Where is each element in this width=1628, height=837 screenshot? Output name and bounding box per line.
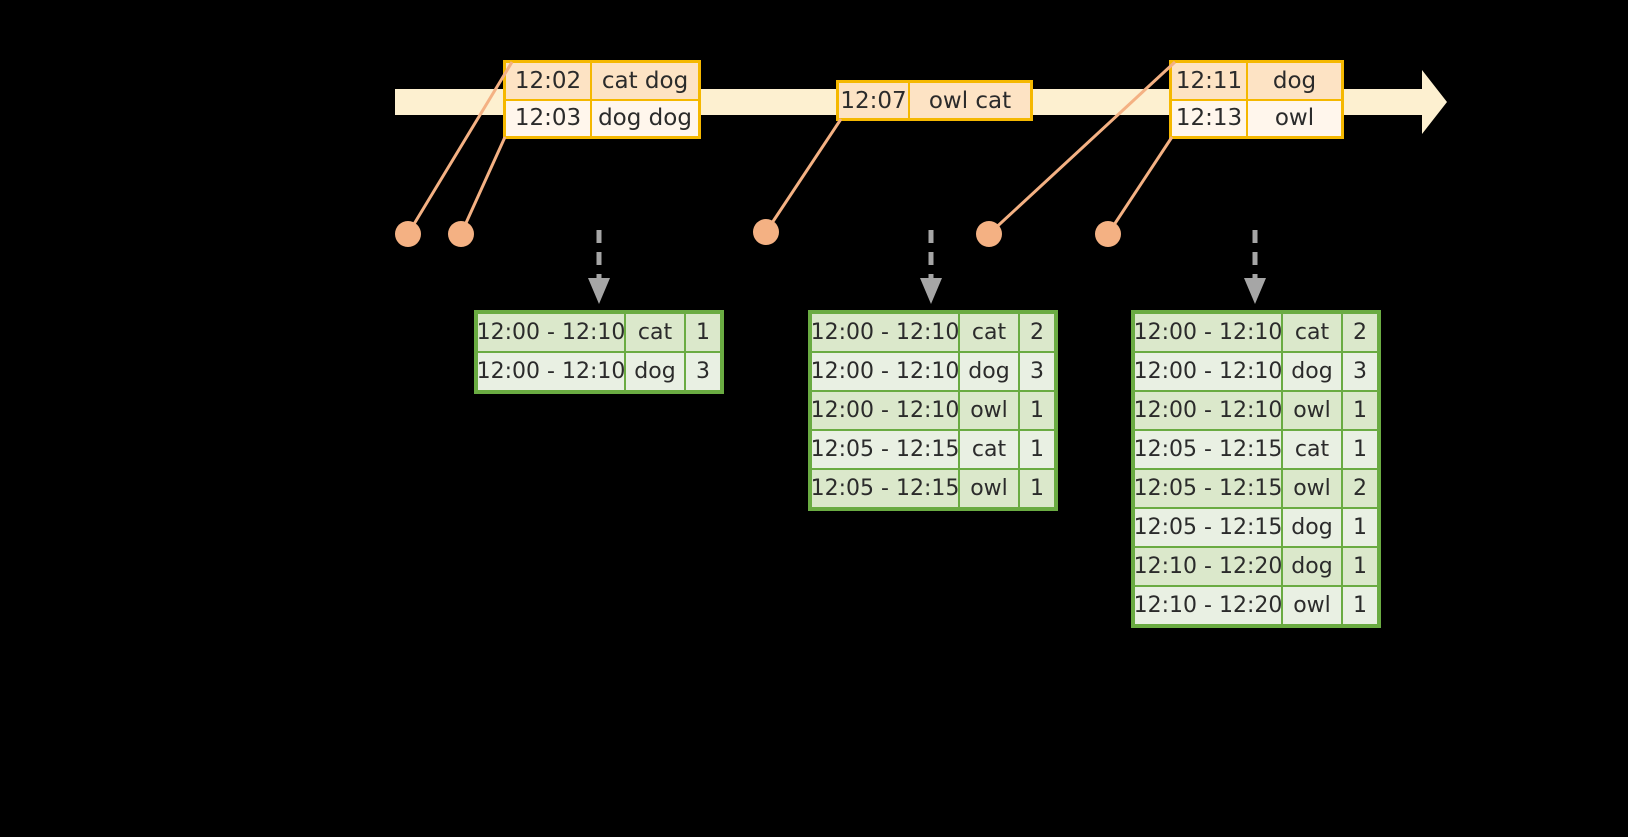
cell-count: 1 (1343, 587, 1377, 624)
cell-count: 1 (1343, 431, 1377, 468)
event-words: owl (1248, 100, 1341, 136)
event-words: dog dog (592, 100, 698, 136)
cell-key: owl (960, 392, 1018, 429)
cell-window: 12:00 - 12:10 (1134, 314, 1282, 351)
cell-key: cat (960, 431, 1018, 468)
cell-count: 1 (1343, 509, 1377, 546)
cell-count: 1 (1020, 431, 1054, 468)
cell-window: 12:00 - 12:10 (1134, 392, 1282, 429)
cell-window: 12:05 - 12:15 (1134, 509, 1282, 546)
cell-key: dog (1283, 353, 1341, 390)
event-dot-5[interactable] (1095, 221, 1121, 247)
leader-line-5 (1106, 136, 1174, 235)
cell-window: 12:00 - 12:10 (477, 314, 625, 351)
down-arrow-icon-2 (918, 228, 944, 306)
cell-count: 1 (1020, 470, 1054, 507)
cell-window: 12:05 - 12:15 (1134, 470, 1282, 507)
event-timestamp: 12:03 (506, 100, 592, 136)
event-dot-1[interactable] (395, 221, 421, 247)
event-words: dog (1248, 63, 1341, 99)
cell-key: dog (1283, 509, 1341, 546)
cell-window: 12:00 - 12:10 (1134, 353, 1282, 390)
cell-key: owl (1283, 587, 1341, 624)
cell-count: 2 (1020, 314, 1054, 351)
cell-count: 3 (1020, 353, 1054, 390)
cell-key: cat (960, 314, 1018, 351)
event-timestamp: 12:07 (839, 83, 910, 118)
cell-key: cat (1283, 431, 1341, 468)
cell-window: 12:05 - 12:15 (811, 431, 959, 468)
cell-count: 2 (1343, 314, 1377, 351)
cell-window: 12:05 - 12:15 (1134, 431, 1282, 468)
cell-count: 3 (686, 353, 720, 390)
event-timestamp: 12:13 (1172, 100, 1248, 136)
cell-key: owl (960, 470, 1018, 507)
timeline-arrowhead-icon (1400, 66, 1448, 138)
cell-key: dog (626, 353, 684, 390)
leader-line-2 (459, 136, 507, 235)
down-arrow-icon-3 (1242, 228, 1268, 306)
cell-count: 2 (1343, 470, 1377, 507)
cell-window: 12:05 - 12:15 (811, 470, 959, 507)
event-dot-3[interactable] (753, 219, 779, 245)
cell-key: cat (626, 314, 684, 351)
cell-key: owl (1283, 392, 1341, 429)
event-timestamp: 12:02 (506, 63, 592, 99)
event-timestamp: 12:11 (1172, 63, 1248, 99)
event-words: cat dog (592, 63, 698, 99)
event-dot-2[interactable] (448, 221, 474, 247)
cell-count: 1 (1020, 392, 1054, 429)
cell-window: 12:10 - 12:20 (1134, 587, 1282, 624)
cell-count: 1 (1343, 392, 1377, 429)
cell-count: 3 (1343, 353, 1377, 390)
down-arrow-icon-1 (586, 228, 612, 306)
cell-count: 1 (686, 314, 720, 351)
cell-window: 12:00 - 12:10 (811, 314, 959, 351)
event-words: owl cat (910, 83, 1030, 118)
cell-key: dog (1283, 548, 1341, 585)
cell-window: 12:00 - 12:10 (811, 353, 959, 390)
cell-window: 12:10 - 12:20 (1134, 548, 1282, 585)
cell-key: dog (960, 353, 1018, 390)
leader-line-3 (764, 118, 843, 233)
cell-count: 1 (1343, 548, 1377, 585)
cell-key: owl (1283, 470, 1341, 507)
cell-window: 12:00 - 12:10 (811, 392, 959, 429)
leader-line-1 (406, 61, 514, 235)
cell-key: cat (1283, 314, 1341, 351)
cell-window: 12:00 - 12:10 (477, 353, 625, 390)
event-dot-4[interactable] (976, 221, 1002, 247)
